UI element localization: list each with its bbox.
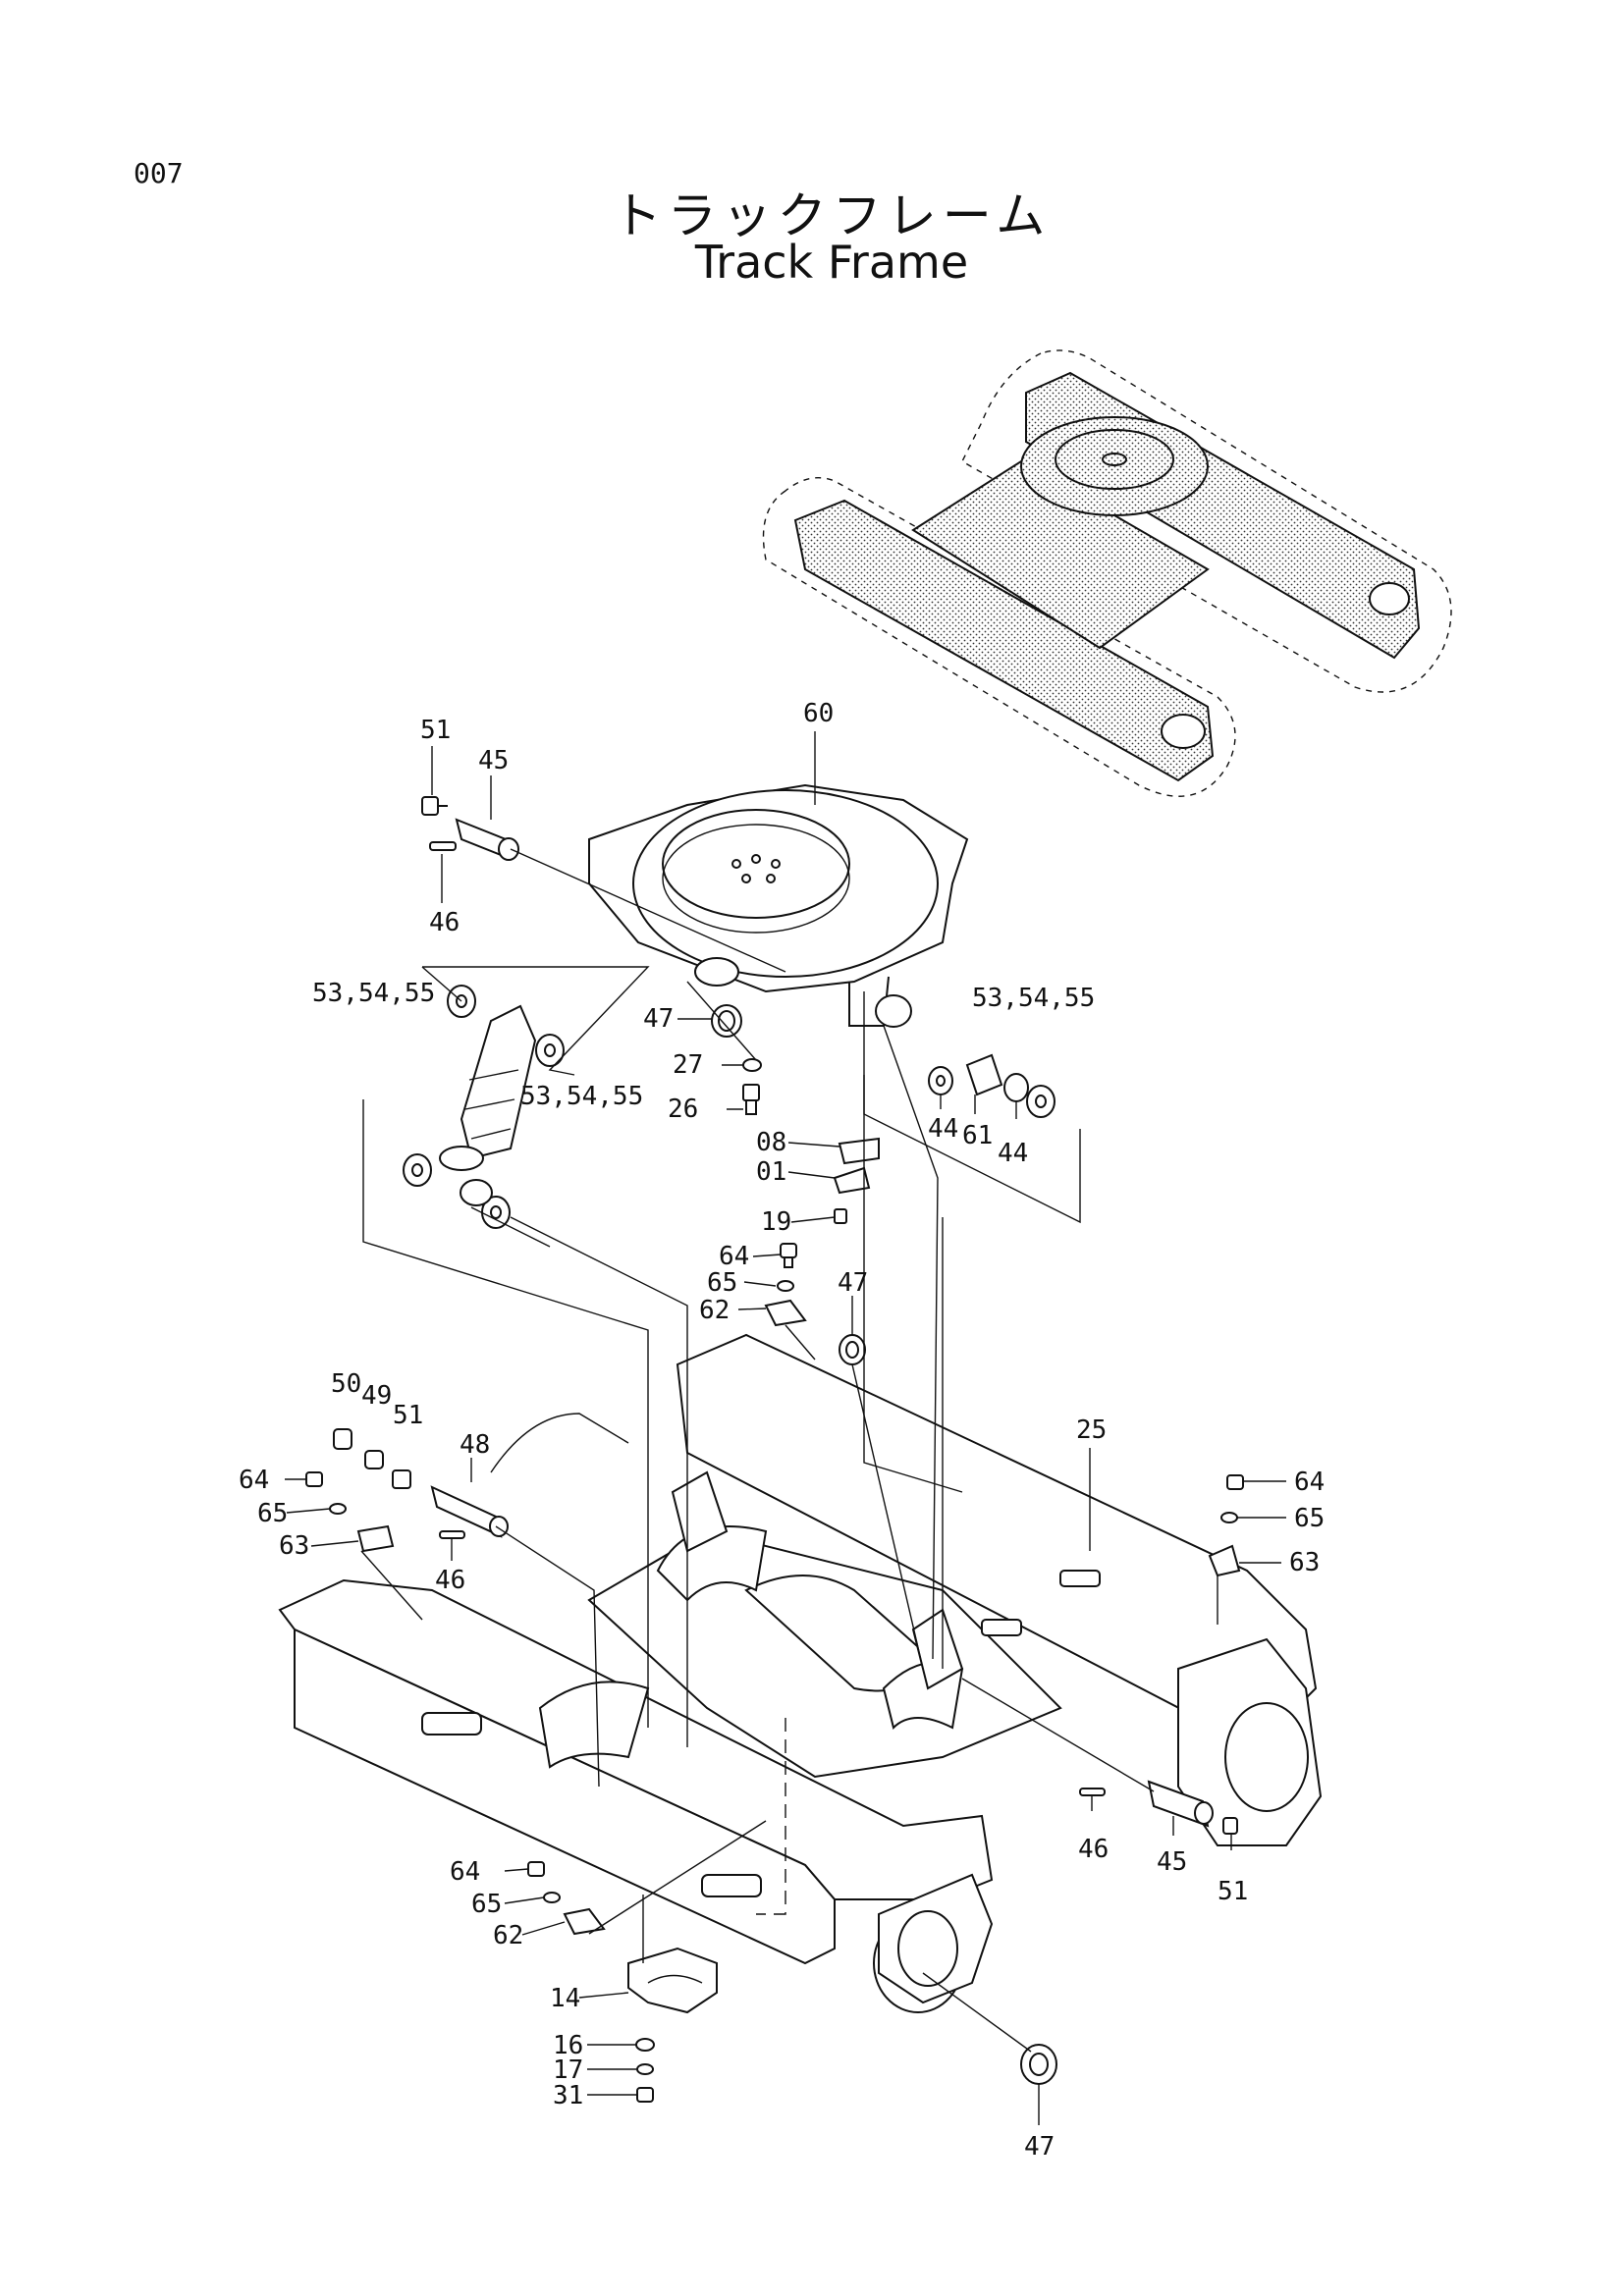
callout-25: 25 (1076, 1415, 1107, 1445)
callout-08: 08 (756, 1128, 786, 1157)
callout-45: 45 (1157, 1847, 1187, 1877)
callout-31: 31 (553, 2081, 583, 2110)
callout-44: 44 (998, 1139, 1028, 1168)
callout-65: 65 (471, 1890, 502, 1919)
callout-50: 50 (331, 1369, 361, 1399)
callout-65: 65 (257, 1499, 288, 1528)
callout-51: 51 (393, 1401, 423, 1430)
hardware-parts (305, 796, 1244, 2103)
callout-60: 60 (803, 699, 834, 728)
callout-44: 44 (928, 1114, 958, 1144)
callout-65: 65 (1294, 1504, 1325, 1533)
callout-53-54-55: 53,54,55 (972, 984, 1095, 1013)
title-english: Track Frame (694, 236, 969, 289)
callout-63: 63 (1289, 1548, 1320, 1577)
callout-51: 51 (420, 716, 451, 745)
callout-19: 19 (761, 1207, 791, 1237)
callout-26: 26 (668, 1095, 698, 1124)
callout-16: 16 (553, 2031, 583, 2060)
callout-46: 46 (435, 1566, 465, 1595)
callout-47: 47 (1024, 2132, 1055, 2162)
callout-61: 61 (962, 1121, 993, 1150)
callout-53-54-55: 53,54,55 (312, 979, 435, 1008)
leader-lines (285, 731, 1286, 2125)
callout-45: 45 (478, 746, 509, 775)
callout-64: 64 (719, 1242, 749, 1271)
center-frame-60 (588, 783, 969, 1028)
callout-65: 65 (707, 1268, 737, 1298)
callout-47: 47 (643, 1004, 674, 1034)
callout-27: 27 (673, 1050, 703, 1080)
assembled-undercarriage-inset (762, 349, 1452, 797)
page-number: 007 (134, 157, 184, 189)
callout-46: 46 (1078, 1835, 1109, 1864)
callout-53-54-55: 53,54,55 (520, 1082, 643, 1111)
callout-51: 51 (1218, 1877, 1248, 1906)
callout-49: 49 (361, 1381, 392, 1411)
callout-47: 47 (838, 1268, 868, 1298)
callout-48: 48 (460, 1430, 490, 1460)
callout-64: 64 (450, 1857, 480, 1887)
callout-62: 62 (699, 1296, 730, 1325)
callout-labels: 60 51 45 46 53,54,55 53,54,55 53,54,55 4… (239, 699, 1325, 2162)
title-japanese: トラックフレーム (612, 187, 1052, 244)
callout-64: 64 (1294, 1468, 1325, 1497)
callout-17: 17 (553, 2056, 583, 2085)
track-frame-25 (278, 1333, 1323, 2013)
callout-64: 64 (239, 1466, 269, 1495)
callout-46: 46 (429, 908, 460, 937)
callout-01: 01 (756, 1157, 786, 1187)
callout-63: 63 (279, 1531, 309, 1561)
callout-62: 62 (493, 1921, 523, 1950)
callout-14: 14 (550, 1984, 580, 2013)
